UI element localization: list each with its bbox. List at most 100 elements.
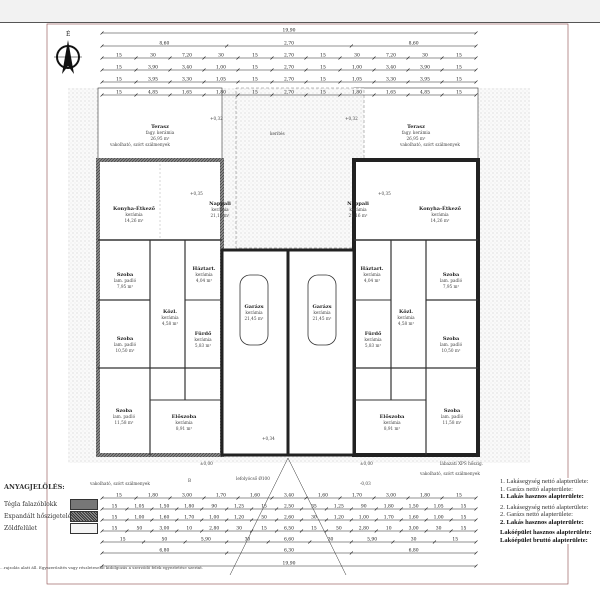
svg-text:Közl.: Közl. — [163, 308, 177, 315]
svg-text:vakolható, szórt szálmenyek: vakolható, szórt szálmenyek — [419, 471, 480, 476]
dimension-tick — [406, 68, 410, 72]
svg-text:lam. padló: lam. padló — [114, 342, 137, 347]
dimension-label: 2,50 — [284, 504, 294, 510]
svg-text:8,91 m²: 8,91 m² — [176, 426, 193, 431]
dimension-label: 1,05 — [352, 77, 362, 83]
dimension-label: 15 — [461, 515, 467, 521]
dimension-label: 15 — [112, 526, 118, 532]
dimension-label: 2,80 — [209, 526, 219, 532]
dimension-tick — [474, 44, 478, 48]
svg-text:kerámia: kerámia — [194, 337, 212, 342]
dimension-label: 15 — [461, 504, 467, 510]
dimension-tick — [474, 68, 478, 72]
dimension-label: 1,80 — [184, 504, 194, 510]
dimension-label: 1,00 — [434, 515, 444, 521]
north-arrow-icon: É — [54, 30, 82, 74]
dimension-tick — [372, 80, 376, 84]
dimension-tick — [374, 507, 378, 511]
svg-text:+0,35: +0,35 — [378, 191, 391, 196]
area-line: 2. Lakásegység nettó alapterülete: — [500, 503, 589, 511]
area-line: 1. Garázs nettó alapterülete: — [500, 485, 573, 493]
dimension-tick — [141, 540, 146, 544]
dimension-label: 2,70 — [284, 53, 294, 59]
dimension-label: 35 — [311, 504, 317, 510]
svg-text:+0,32: +0,32 — [345, 116, 358, 121]
dimension-tick — [406, 496, 410, 500]
dimension-tick — [372, 496, 376, 500]
dimension-tick — [200, 529, 204, 533]
dimension-tick — [449, 507, 453, 511]
dimension-tick — [274, 529, 279, 533]
dimension-label: 1,50 — [409, 504, 419, 510]
dimension-label: 50 — [161, 537, 167, 543]
material-legend: ANYAGJELÖLÉS: Tégla falazóblokk Expandál… — [4, 483, 98, 537]
svg-text:kerámia: kerámia — [431, 212, 449, 217]
dimension-label: 3,00 — [159, 526, 169, 532]
dimension-tick — [338, 56, 342, 60]
svg-text:Háztart.: Háztart. — [360, 265, 383, 272]
svg-text:kerámia: kerámia — [363, 272, 381, 277]
dimension-tick — [249, 529, 254, 533]
svg-text:lam. padló: lam. padló — [113, 414, 136, 419]
svg-text:lefolyócső Ø100: lefolyócső Ø100 — [236, 476, 270, 481]
svg-text:Előszoba: Előszoba — [172, 413, 198, 420]
dimension-label: 90 — [211, 504, 217, 510]
area-line-total: 1. Lakás hasznos alapterülete: — [500, 493, 584, 500]
dimension-label: 30 — [218, 53, 224, 59]
svg-text:+0,34: +0,34 — [262, 436, 275, 441]
dimension-tick — [183, 540, 187, 544]
dimension-tick — [424, 529, 428, 533]
dimension-label: 4,85 — [148, 90, 158, 96]
dimension-label: 8,60 — [159, 41, 169, 47]
svg-text:Terasz: Terasz — [407, 124, 425, 130]
terrace-left — [97, 87, 223, 161]
dimension-tick — [440, 80, 444, 84]
svg-text:14,26 m²: 14,26 m² — [431, 218, 450, 223]
dimension-tick — [440, 93, 444, 97]
dimension-label: 1,00 — [134, 515, 144, 521]
dimension-tick — [474, 56, 478, 60]
room-labels-left: Terasz fagy. kerámia 26,95 m² Konyha-Étk… — [113, 124, 264, 431]
dimension-label: 3,95 — [148, 77, 158, 83]
sheet-border — [46, 23, 569, 585]
dimension-tick — [474, 518, 478, 522]
svg-text:10,50 m²: 10,50 m² — [442, 348, 461, 353]
dimension-tick — [474, 80, 478, 84]
dimension-label: 1,70 — [352, 493, 362, 499]
dimension-tick — [134, 496, 138, 500]
dimension-label: 3,90 — [148, 65, 158, 71]
dimension-tick — [270, 56, 274, 60]
dimension-label: 1,50 — [159, 504, 169, 510]
dimension-tick — [406, 93, 410, 97]
dimension-label: 1,80 — [148, 493, 158, 499]
dimension-label: 30 — [436, 526, 442, 532]
svg-text:lam. padló: lam. padló — [440, 342, 463, 347]
legend-label: Tégla falazóblokk — [4, 501, 58, 508]
brick-swatch-icon — [70, 499, 98, 510]
area-line-total: Lakóépület hasznos alapterülete: — [500, 529, 592, 536]
dimension-label: 1,60 — [159, 515, 169, 521]
dimension-label: 1,70 — [216, 493, 226, 499]
svg-text:21,45 m²: 21,45 m² — [313, 316, 332, 321]
entry-ramp — [229, 457, 347, 576]
dimension-tick — [406, 80, 410, 84]
dimension-tick — [202, 68, 206, 72]
dimension-label: 50 — [137, 526, 143, 532]
svg-text:11,58 m²: 11,58 m² — [115, 420, 134, 425]
dimension-tick — [224, 518, 229, 522]
svg-text:lam. padló: lam. padló — [440, 278, 463, 283]
dimension-tick — [299, 507, 304, 511]
dimension-label: 15 — [456, 65, 462, 71]
dimension-tick — [474, 551, 478, 555]
legend-title: ANYAGJELÖLÉS: — [4, 483, 65, 491]
dimension-tick — [150, 507, 154, 511]
svg-text:21,45 m²: 21,45 m² — [245, 316, 264, 321]
dimension-label: 1,25 — [234, 504, 244, 510]
svg-text:kerámia: kerámia — [211, 207, 229, 212]
building-left — [96, 158, 290, 457]
dimension-label: 1,60 — [409, 515, 419, 521]
dimension-label: 3,30 — [182, 77, 192, 83]
dimension-tick — [424, 507, 428, 511]
dimension-tick — [374, 529, 378, 533]
dimension-tick — [324, 529, 329, 533]
